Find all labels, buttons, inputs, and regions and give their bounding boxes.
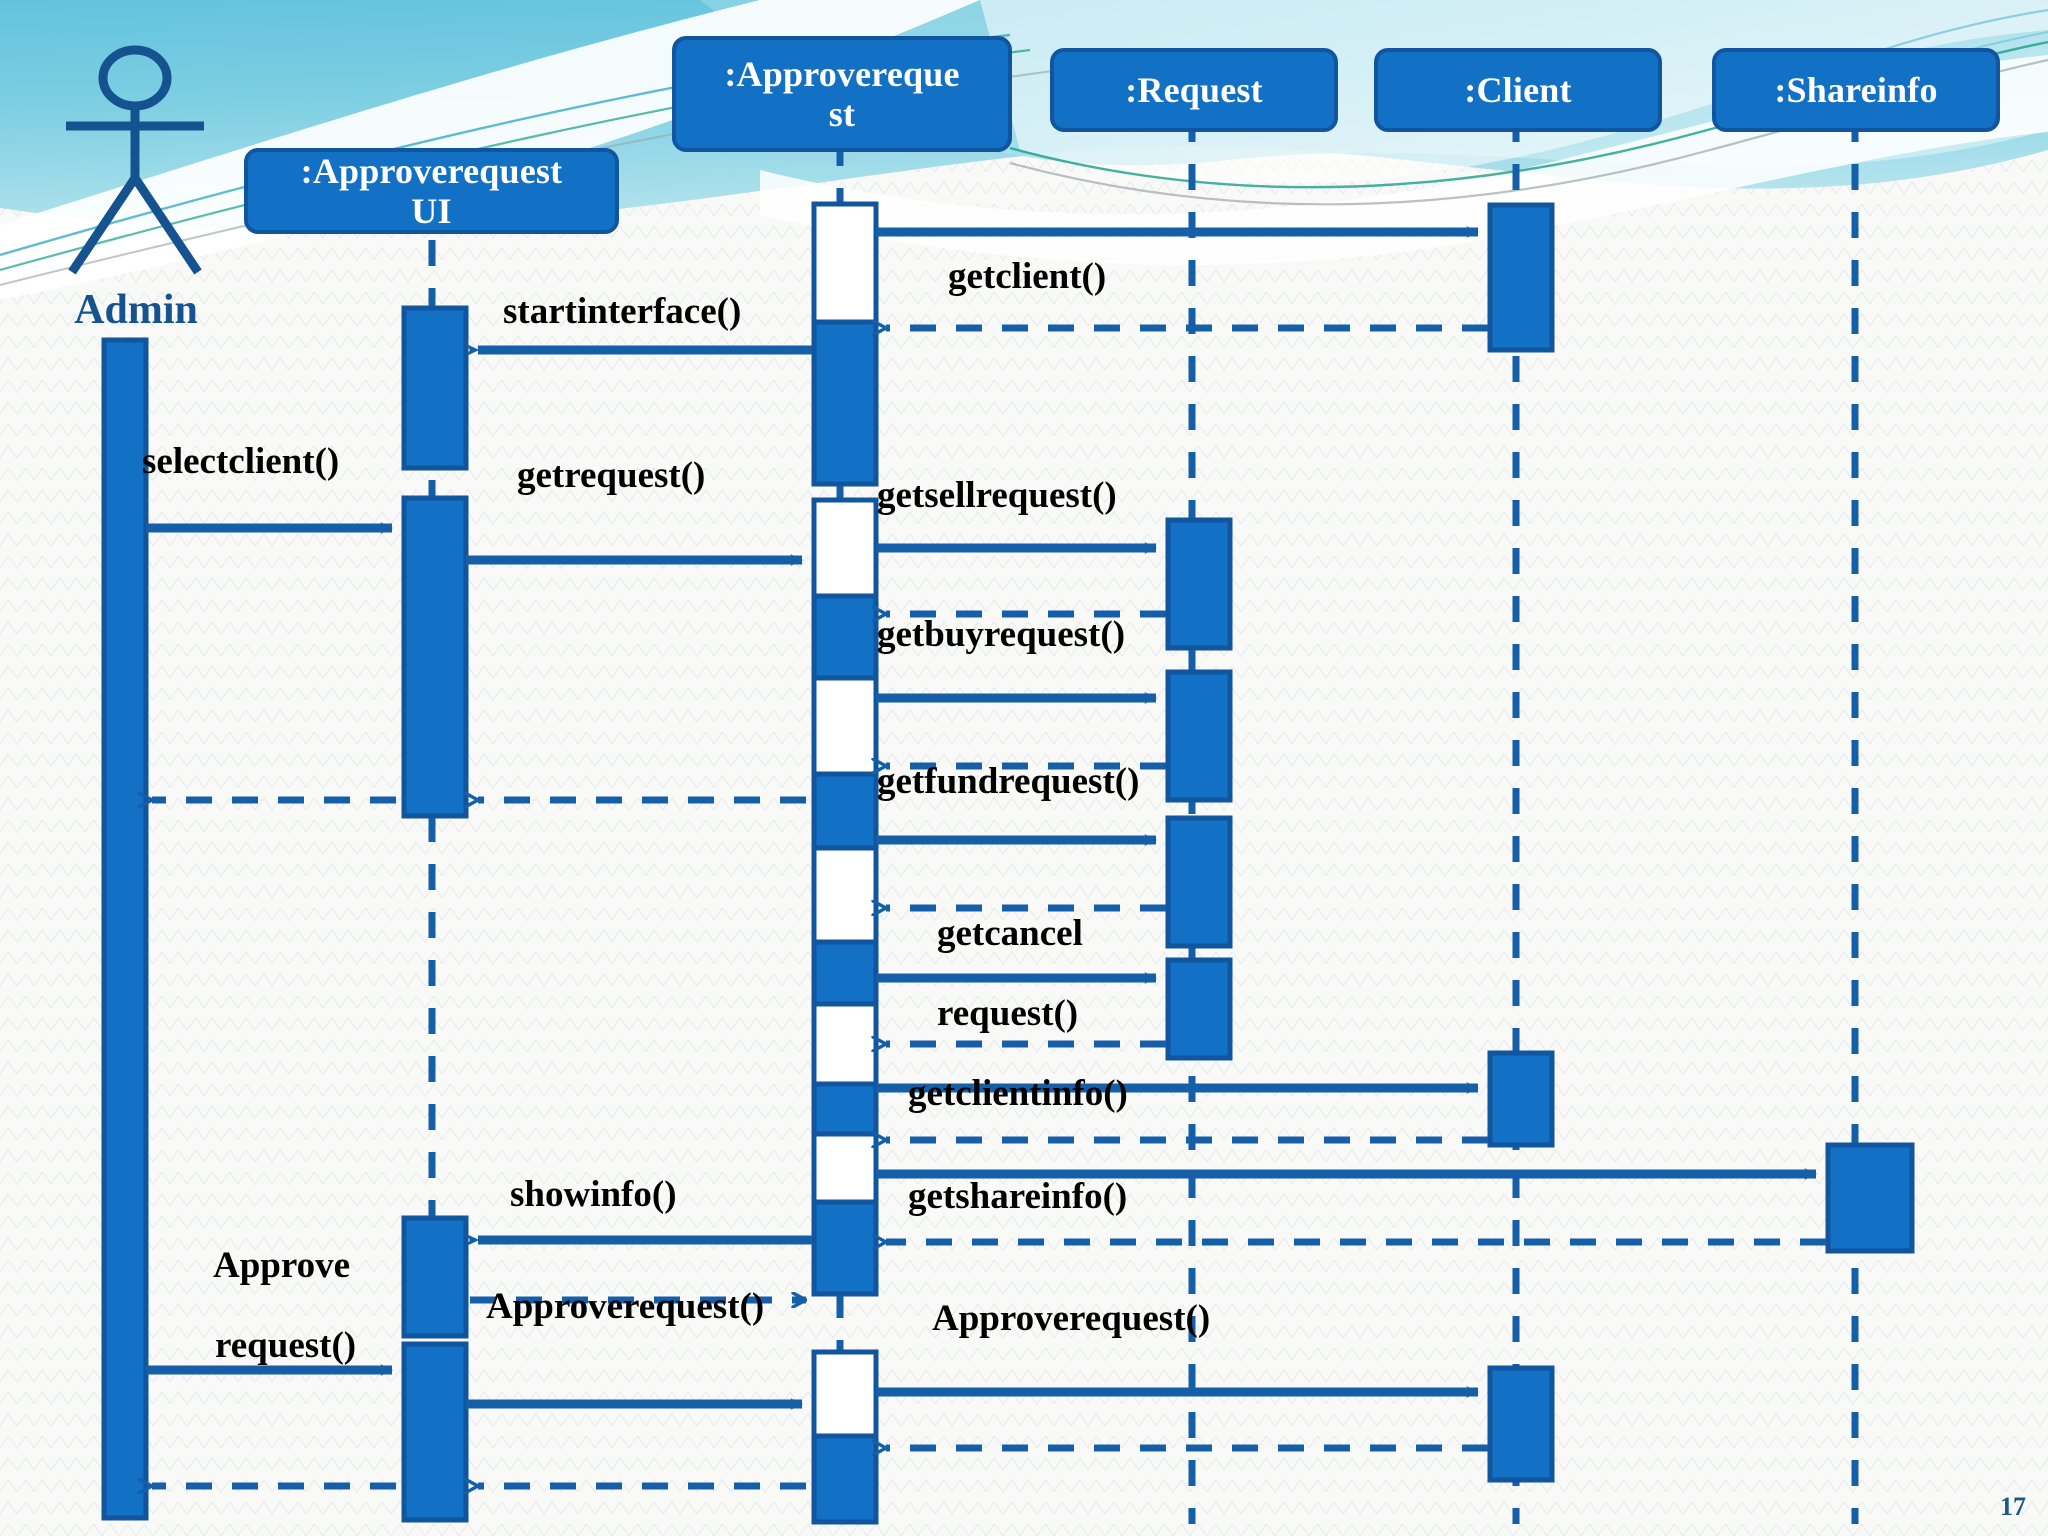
activation-control-2j xyxy=(811,1199,879,1297)
activation-control-2c xyxy=(811,675,879,777)
activation-client-3 xyxy=(1487,1365,1555,1483)
message-label-getclientinfo: getclientinfo() xyxy=(908,1073,1128,1114)
activation-client-2 xyxy=(1487,1050,1555,1148)
activation-control-2g xyxy=(811,1001,879,1087)
activation-control-2d xyxy=(811,771,879,851)
message-arrows xyxy=(146,226,1826,1486)
message-label-showinfo: showinfo() xyxy=(510,1174,677,1215)
activation-ui-3 xyxy=(401,1215,469,1339)
lifeline-header-control[interactable]: :Approvereque st xyxy=(672,36,1012,152)
activation-control-2b xyxy=(811,593,879,681)
page-number: 17 xyxy=(2000,1492,2026,1521)
activation-control-2e xyxy=(811,845,879,945)
message-label-getbuyrequest: getbuyrequest() xyxy=(877,614,1126,655)
activation-shareinfo-1 xyxy=(1825,1142,1915,1254)
message-label-approve-request: Approve request() xyxy=(212,1244,357,1366)
message-label-getshareinfo: getshareinfo() xyxy=(908,1176,1128,1217)
message-label-selectclient: selectclient() xyxy=(142,441,340,482)
lifeline-header-shareinfo-label: :Shareinfo xyxy=(1774,69,1938,110)
message-label-startinterface: startinterface() xyxy=(503,291,742,332)
activation-request-3 xyxy=(1165,815,1233,949)
activation-admin xyxy=(101,337,149,1521)
lifeline-header-request-label: :Request xyxy=(1125,69,1263,110)
activation-control-1a xyxy=(811,201,879,325)
message-label-getclient: getclient() xyxy=(948,256,1107,297)
activation-request-4 xyxy=(1165,957,1233,1061)
activation-ui-2 xyxy=(401,495,469,819)
activation-control-3a xyxy=(811,1349,879,1439)
activation-control-2h xyxy=(811,1081,879,1137)
actor-stick-figure xyxy=(66,45,204,275)
lifeline-header-client-label: :Client xyxy=(1464,69,1572,110)
message-label-getsellrequest: getsellrequest() xyxy=(877,475,1117,516)
activation-control-2i xyxy=(811,1131,879,1205)
activation-control-1b xyxy=(811,319,879,487)
message-label-getrequest: getrequest() xyxy=(517,455,706,496)
lifeline-header-request[interactable]: :Request xyxy=(1050,48,1338,132)
lifeline-header-client[interactable]: :Client xyxy=(1374,48,1662,132)
lifeline-header-ui-label: :Approverequest UI xyxy=(300,150,563,231)
lifeline-header-control-label: :Approvereque st xyxy=(724,53,960,134)
activation-client-1 xyxy=(1487,202,1555,353)
activation-control-2a xyxy=(811,497,879,599)
lifeline-header-ui[interactable]: :Approverequest UI xyxy=(244,148,619,234)
activation-control-2f xyxy=(811,939,879,1007)
activation-request-1 xyxy=(1165,517,1233,651)
lifeline-header-shareinfo[interactable]: :Shareinfo xyxy=(1712,48,2000,132)
actor-label: Admin xyxy=(74,287,198,333)
activation-control-3b xyxy=(811,1433,879,1525)
activation-ui-4 xyxy=(401,1341,469,1523)
message-label-approverequest-client: Approverequest() xyxy=(932,1298,1211,1339)
message-label-getcancelrequest: getcancel request() xyxy=(937,912,1083,1034)
activation-request-2 xyxy=(1165,669,1233,803)
message-label-getfundrequest: getfundrequest() xyxy=(877,761,1140,802)
message-label-approverequest-ui: Approverequest() xyxy=(486,1286,765,1327)
activation-ui-1 xyxy=(401,305,469,471)
